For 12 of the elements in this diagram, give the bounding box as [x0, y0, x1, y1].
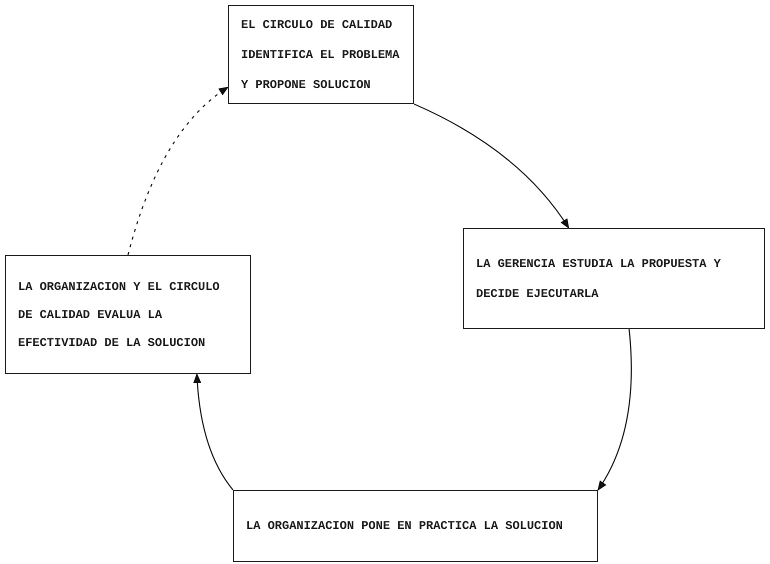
- curved-arrow: [127, 86, 229, 256]
- box-text: EL CIRCULO DE CALIDAD IDENTIFICA EL PROBLEMA Y PROPONE SOLUCION: [241, 16, 400, 94]
- box-text: LA ORGANIZACION Y EL CIRCULO DE CALIDAD EVALUA LA EFECTIVIDAD DE LA SOLUCION: [18, 278, 221, 352]
- process-box: [463, 228, 765, 329]
- curved-arrow: [597, 328, 632, 491]
- box-text: LA ORGANIZACION PONE EN PRACTICA LA SOLUCION: [246, 518, 564, 535]
- process-box: [5, 255, 251, 374]
- box-text: LA GERENCIA ESTUDIA LA PROPUESTA Y DECIDE EJECUTARLA: [476, 256, 722, 302]
- curved-arrow: [414, 103, 570, 229]
- curved-arrow: [193, 373, 234, 490]
- process-box: [233, 490, 598, 562]
- process-box: [228, 5, 414, 104]
